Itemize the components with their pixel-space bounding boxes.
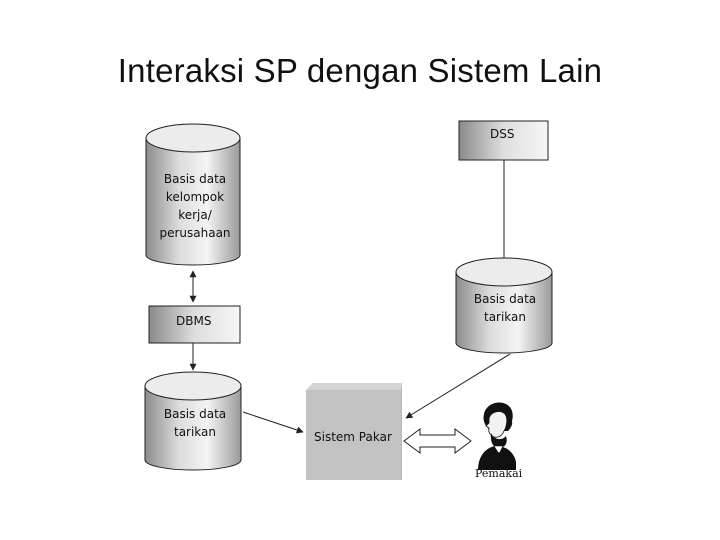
db-extract-left-label-line-2: tarikan (174, 425, 216, 439)
db-group-label-line-4: perusahaan (159, 226, 230, 240)
db-extract-left-cylinder: Basis data tarikan (144, 371, 242, 471)
arrow-db-extract-to-expert-system (242, 411, 304, 434)
arrow-expert-system-user (403, 428, 472, 454)
page-title: Interaksi SP dengan Sistem Lain (117, 52, 603, 89)
db-extract-right-label-line-2: tarikan (484, 310, 526, 324)
dss-box: DSS (458, 120, 549, 161)
arrow-db-extract-right-to-expert-system (405, 353, 511, 419)
db-group-cylinder: Basis data kelompok kerja/ perusahaan (145, 123, 241, 266)
dbms-box: DBMS (148, 305, 241, 344)
db-extract-right-cylinder: Basis data tarikan (455, 257, 553, 354)
db-group-label-line-2: kelompok (166, 190, 224, 204)
user-label: Pemakai (475, 467, 523, 480)
dbms-label: DBMS (176, 314, 211, 328)
expert-system-box: Sistem Pakar (306, 383, 402, 480)
expert-system-label: Sistem Pakar (314, 430, 392, 444)
db-extract-right-label-line-1: Basis data (474, 292, 536, 306)
user-portrait-icon (478, 402, 516, 470)
db-extract-left-label-line-1: Basis data (164, 407, 226, 421)
dss-label: DSS (490, 127, 514, 141)
db-group-label-line-3: kerja/ (178, 208, 213, 222)
db-group-label-line-1: Basis data (164, 172, 226, 186)
